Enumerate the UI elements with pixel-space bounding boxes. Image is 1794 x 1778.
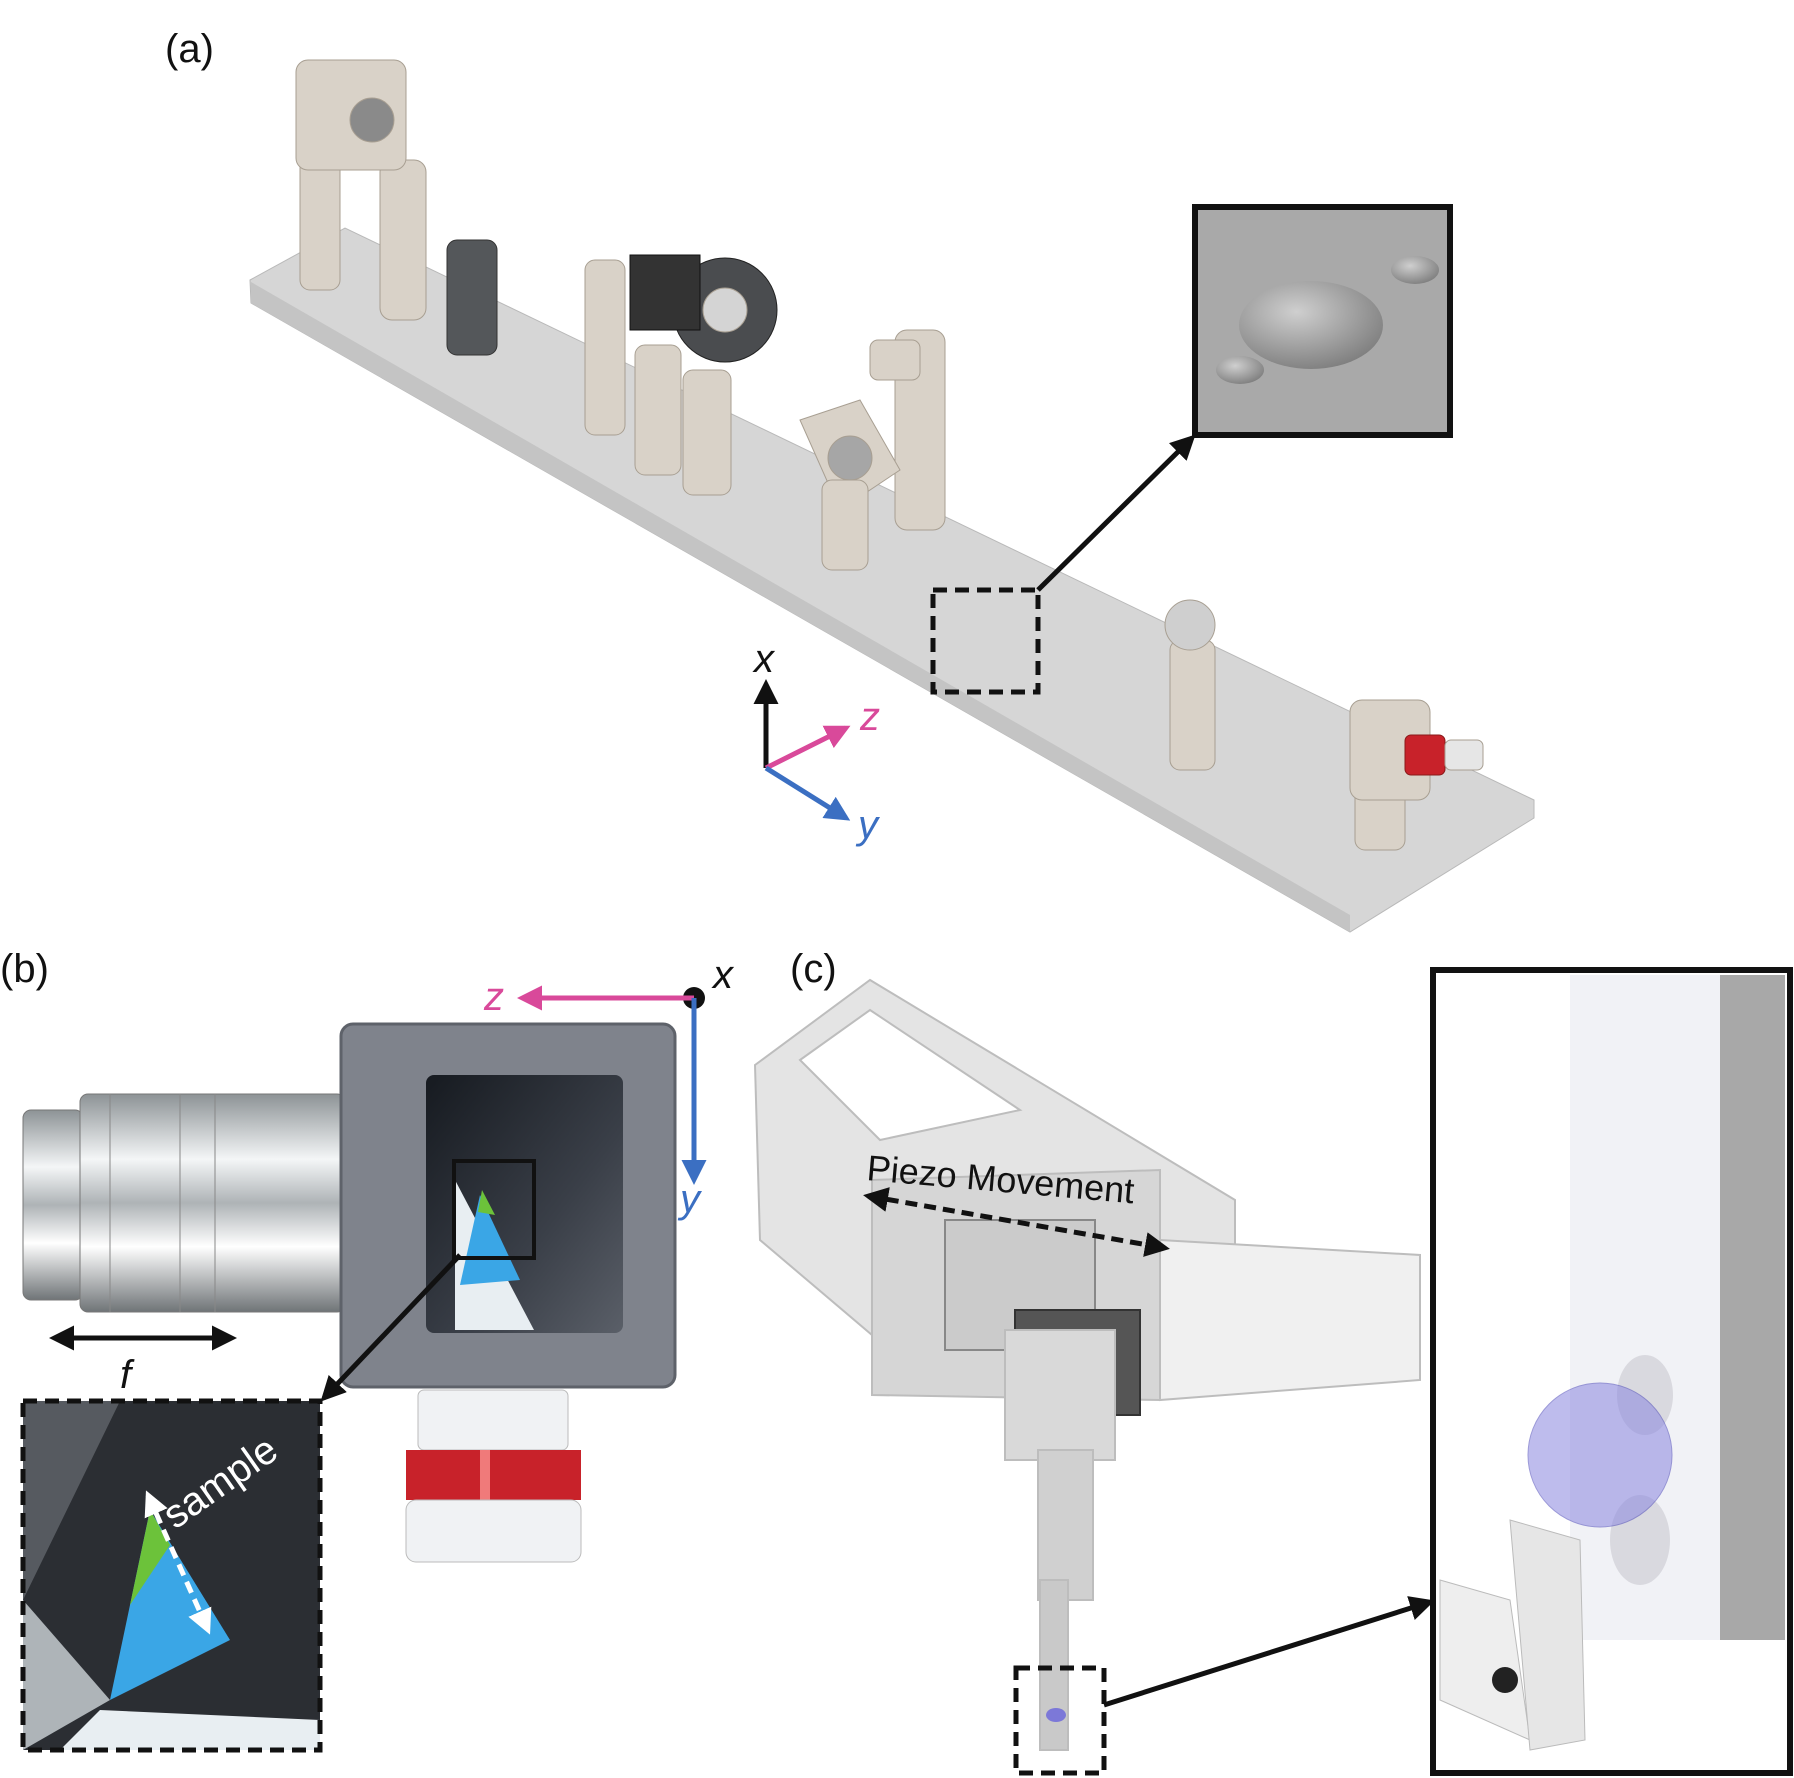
optical-mounts <box>295 59 1484 851</box>
objective-lens <box>22 1093 346 1313</box>
holder-highlight-box <box>1013 1665 1107 1776</box>
axes-a: x z y <box>752 637 881 847</box>
bottom-mount <box>405 1389 582 1563</box>
y-axis-label: y <box>855 803 881 847</box>
panel-b: (b) x z y f <box>0 947 735 1753</box>
panel-c: (c) Piezo Movement <box>753 947 1793 1776</box>
z-axis-label: z <box>859 695 880 739</box>
x-axis-label: x <box>711 953 735 997</box>
hole-highlight-box <box>930 587 1041 695</box>
panel-c-label: (c) <box>790 947 837 991</box>
y-axis-label: y <box>677 1177 703 1221</box>
x-axis-label: x <box>752 637 776 681</box>
panel-a-label: (a) <box>165 27 214 71</box>
panel-a: (a) <box>165 27 1535 933</box>
z-axis-label: z <box>483 975 504 1019</box>
holder-inset <box>1430 967 1793 1776</box>
sample-inset: sample <box>20 1398 323 1753</box>
axes-b: x z y <box>483 953 735 1221</box>
focal-length-label: f <box>120 1353 135 1397</box>
panel-b-label: (b) <box>0 947 49 991</box>
